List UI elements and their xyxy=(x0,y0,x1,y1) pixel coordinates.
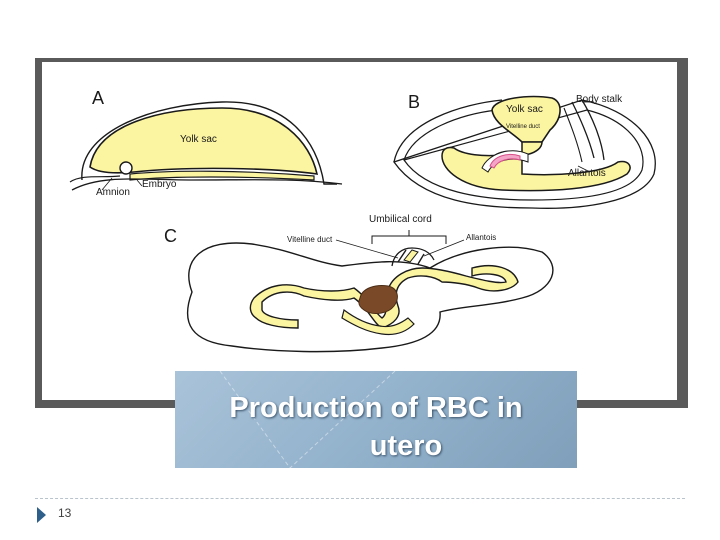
embryo-diagram: A Yolk sac Embryo Amnion B xyxy=(69,88,656,353)
slide-title-line2: utero xyxy=(369,430,443,462)
figure-image: A Yolk sac Embryo Amnion B xyxy=(42,62,677,400)
title-box: Production of RBC in utero xyxy=(175,371,577,468)
label-allantois-c: Allantois xyxy=(466,233,496,242)
label-amnion: Amnion xyxy=(96,187,130,198)
panel-b-drawing xyxy=(392,95,656,209)
gut-tube-c xyxy=(249,264,519,329)
amnion-cavity xyxy=(119,161,133,175)
slide-number: 13 xyxy=(58,506,72,520)
footer-divider xyxy=(35,498,685,499)
label-body-stalk: Body stalk xyxy=(576,94,623,105)
panel-c-drawing xyxy=(187,230,554,353)
slide-title-line1: Production of RBC in xyxy=(229,392,523,424)
label-embryo: Embryo xyxy=(142,179,177,190)
label-vitelline-duct-c: Vitelline duct xyxy=(287,235,333,244)
panel-a-drawing xyxy=(69,101,343,191)
label-yolk-sac-a: Yolk sac xyxy=(180,134,217,145)
label-allantois-b: Allantois xyxy=(568,168,606,179)
figure-frame: A Yolk sac Embryo Amnion B xyxy=(35,58,688,408)
embryo-disc xyxy=(129,170,315,181)
panel-b-letter: B xyxy=(408,92,420,112)
yolk-sac-a xyxy=(89,107,319,175)
liver xyxy=(358,285,398,314)
footer-arrow-icon xyxy=(37,507,46,523)
label-vitelline-duct-b: Vitelline duct xyxy=(506,124,540,130)
panel-c-letter: C xyxy=(164,226,177,246)
panel-a-letter: A xyxy=(92,88,104,108)
label-yolk-sac-b: Yolk sac xyxy=(506,104,543,115)
label-umbilical-cord: Umbilical cord xyxy=(369,214,432,225)
yolk-sac-b xyxy=(491,95,561,143)
title-box-decoration xyxy=(219,371,396,468)
slide-title: Production of RBC in utero xyxy=(175,389,577,465)
